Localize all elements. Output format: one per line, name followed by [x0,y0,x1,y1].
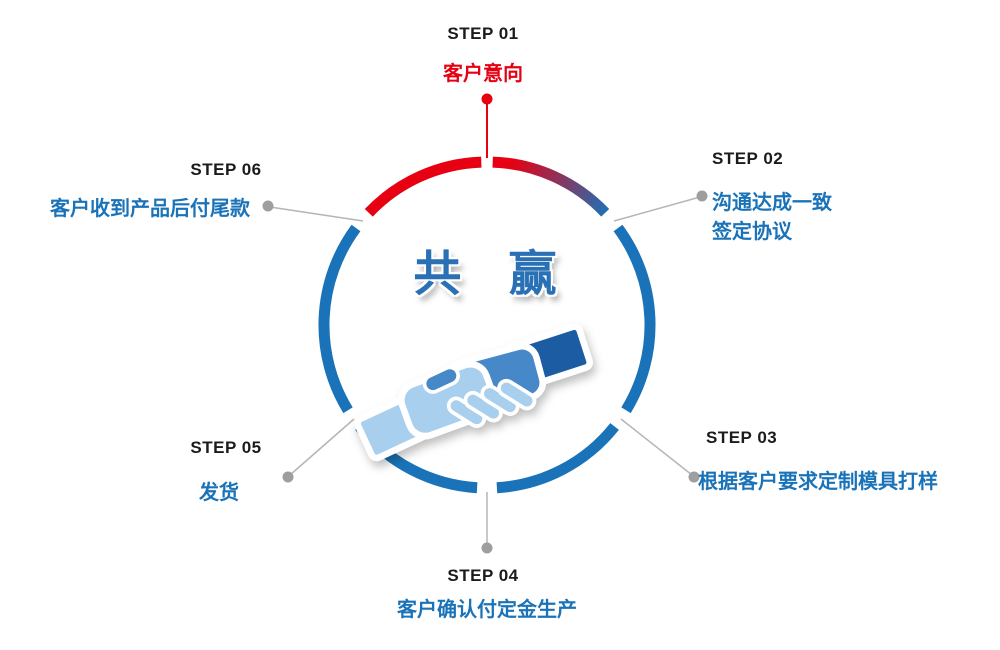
dot-step-05 [282,471,294,483]
step-05-title: 发货 [199,482,239,504]
connector-line-step-02 [613,196,701,222]
ring-segment-step-06 [318,224,361,414]
connector-line-step-03 [620,418,693,476]
step-02-title-line2: 签定协议 [712,221,792,243]
handshake-finger [497,378,537,411]
handshake-thumb [422,365,460,394]
connector-lines [269,196,701,543]
dot-step-03 [688,471,700,483]
step-05-label: STEP 05 [190,438,262,457]
connector-line-step-05 [289,418,355,476]
dot-step-04 [481,542,493,554]
dot-step-02 [696,190,708,202]
step-02-title: 沟通达成一致 [712,192,832,214]
center-title: 共 赢 [413,248,561,301]
handshake-icon [354,323,593,462]
connector-dots [262,93,708,554]
ring-segment-step-03 [613,224,656,414]
step-06-label: STEP 06 [190,160,262,179]
ring-segment-step-01 [364,156,482,217]
step-01-label: STEP 01 [447,24,519,43]
step-03-label: STEP 03 [706,428,778,447]
step-03-title: 根据客户要求定制模具打样 [698,471,938,493]
step-04-title: 客户确认付定金生产 [397,599,577,621]
step-06-title: 客户收到产品后付尾款 [50,198,250,220]
step-02-label: STEP 02 [712,149,784,168]
dot-step-06 [262,200,274,212]
dot-step-01 [481,93,493,105]
ring-segment-step-04 [496,423,619,494]
step-04-label: STEP 04 [447,566,519,585]
connector-line-step-06 [269,206,364,222]
step-01-title: 客户意向 [443,63,523,85]
ring-segment-step-02 [492,156,610,217]
